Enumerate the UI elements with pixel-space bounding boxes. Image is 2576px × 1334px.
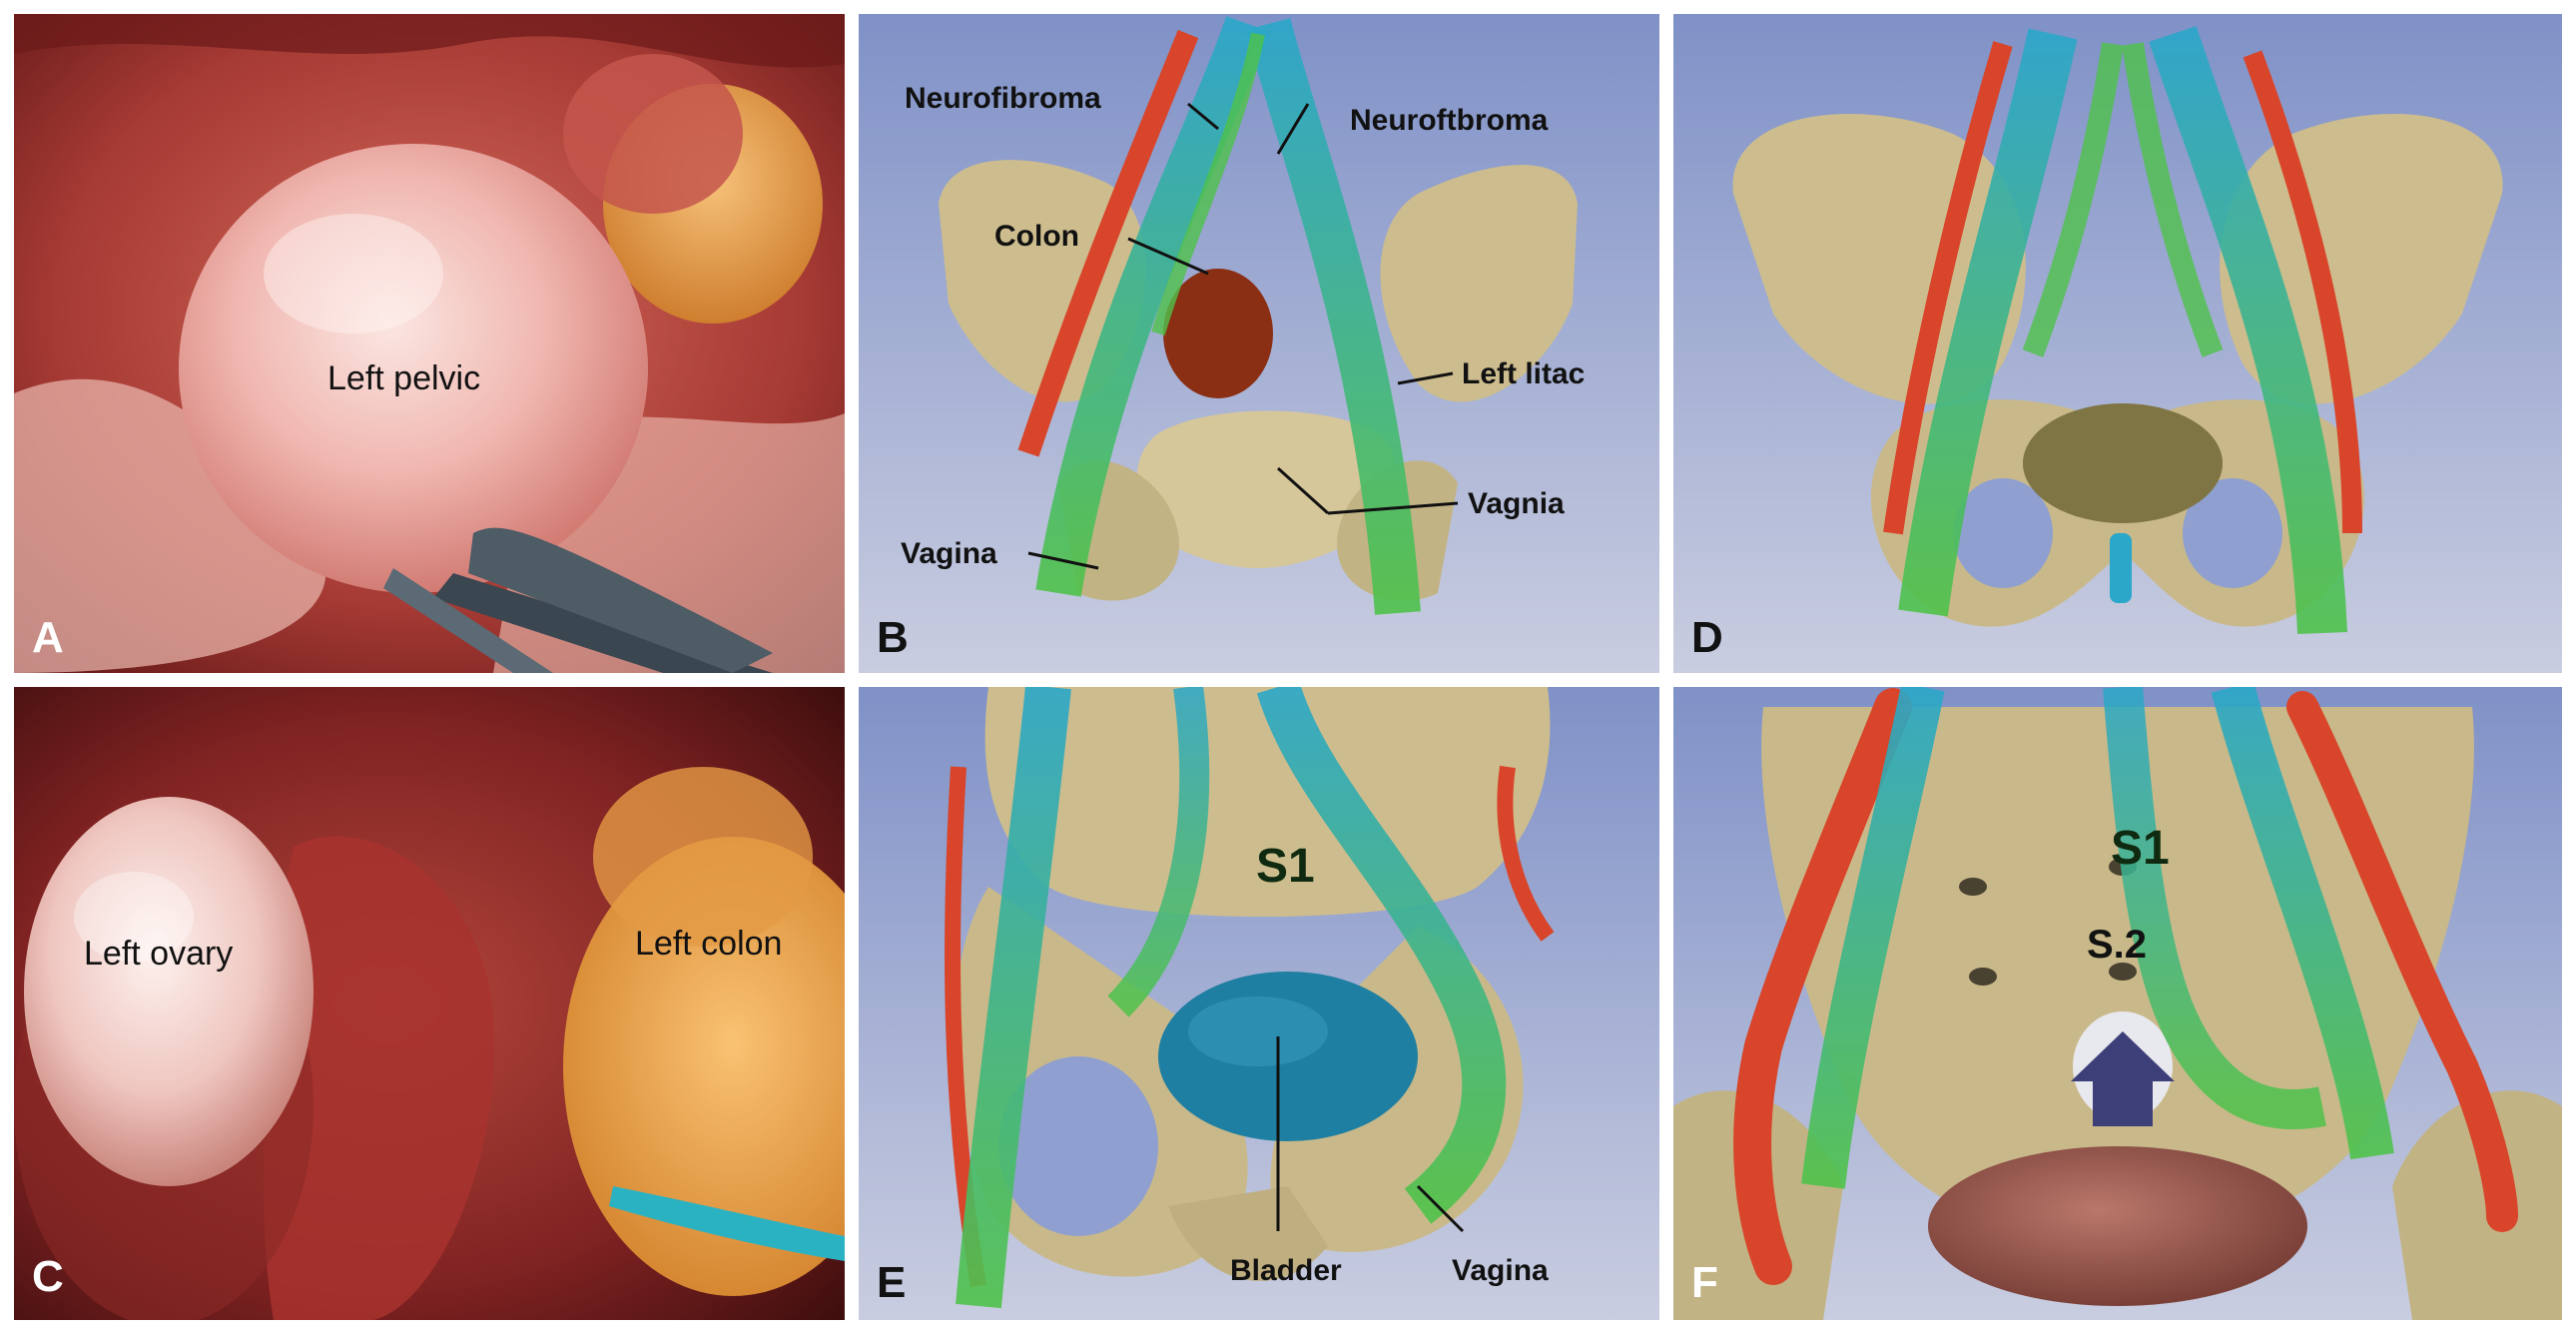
label-left-pelvic: Left pelvic [327, 359, 481, 397]
panel-d: D [1673, 14, 2562, 673]
panel-c: Left ovary Left colon C [14, 687, 845, 1320]
panel-e-render [859, 687, 1659, 1320]
panel-b: Neurofibroma Neuroftbroma Colon Left lit… [859, 14, 1659, 673]
label-left-colon: Left colon [635, 925, 783, 963]
label-s1-e: S1 [1256, 840, 1315, 893]
panel-a-photo [14, 14, 845, 673]
panel-letter-e: E [877, 1258, 907, 1307]
label-vagina-e: Vagina [1452, 1254, 1549, 1287]
panel-f-render [1673, 687, 2562, 1320]
panel-d-render [1673, 14, 2562, 673]
label-colon: Colon [994, 220, 1079, 253]
label-vagnia: Vagnia [1468, 487, 1565, 520]
panel-letter-f: F [1691, 1258, 1718, 1307]
label-bladder: Bladder [1230, 1254, 1342, 1287]
panel-e: S1 Bladder Vagina E [859, 687, 1659, 1320]
label-s1-f: S1 [2111, 822, 2170, 875]
label-neurofibroma-right: Neuroftbroma [1350, 104, 1549, 137]
label-left-iliac: Left litac [1462, 357, 1586, 390]
panel-f: S1 S.2 F [1673, 687, 2562, 1320]
panel-letter-d: D [1691, 613, 1723, 662]
panel-letter-b: B [877, 613, 909, 662]
label-vagina-b: Vagina [901, 537, 997, 570]
label-s2: S.2 [2087, 923, 2148, 967]
panel-a: Left pelvic A [14, 14, 845, 673]
label-left-ovary: Left ovary [84, 935, 234, 973]
panel-c-photo [14, 687, 845, 1320]
panel-letter-c: C [32, 1252, 64, 1301]
label-neurofibroma-left: Neurofibroma [905, 82, 1101, 115]
panel-b-render [859, 14, 1659, 673]
panel-letter-a: A [32, 613, 64, 662]
